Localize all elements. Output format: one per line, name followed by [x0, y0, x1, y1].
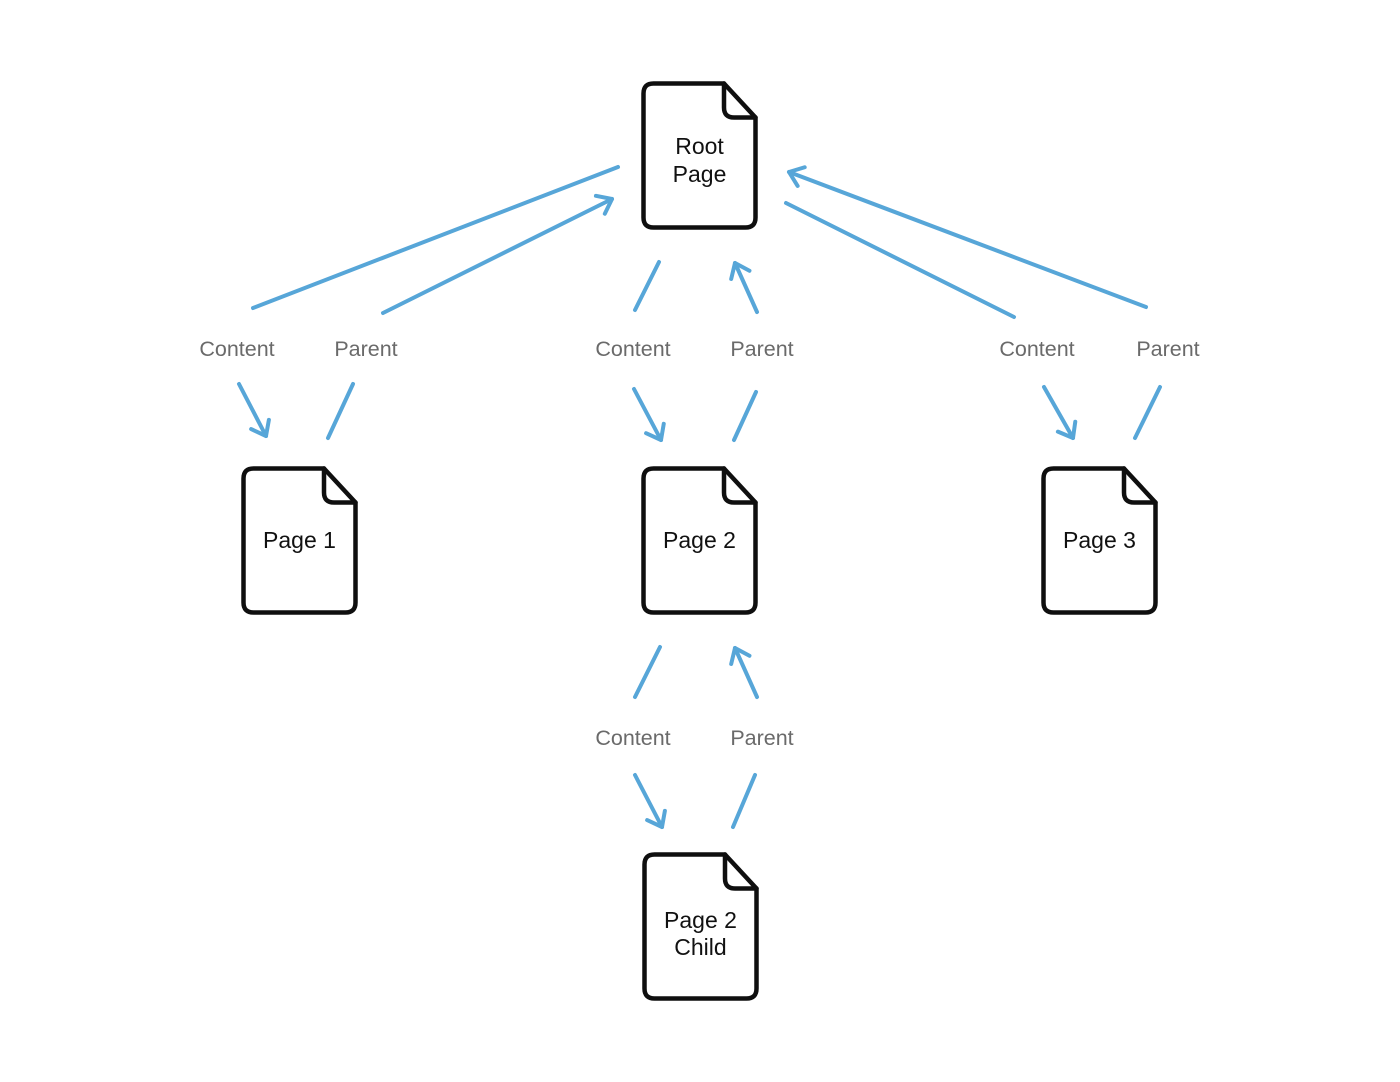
edge-label-content-page1: Content [199, 337, 274, 361]
edge-page3-to-root-parent-arrow [787, 165, 1148, 309]
document-icon [241, 466, 358, 615]
document-fold-icon [1121, 466, 1158, 505]
edges-root-page1 [237, 165, 620, 440]
edge-labels: Content Parent Content Parent Content Pa… [199, 337, 1199, 750]
edge-page2-to-child-content-arrow [633, 773, 667, 829]
edge-root-to-page1-content-arrow [237, 382, 271, 438]
document-icon [1041, 466, 1158, 615]
document-icon [641, 466, 758, 615]
edge-root-to-page2-content-upper [633, 260, 661, 312]
edges-root-page2 [632, 260, 759, 442]
edges-root-page3 [784, 165, 1162, 440]
node-page-2: Page 2 [641, 466, 758, 615]
edge-label-content-page2: Content [595, 337, 670, 361]
edge-child-to-page2-parent-lower [731, 773, 757, 829]
edge-label-parent-child: Parent [730, 726, 793, 750]
document-fold-icon [721, 81, 758, 120]
edge-label-content-page3: Content [999, 337, 1074, 361]
edge-root-to-page2-content-arrow [632, 387, 666, 442]
document-fold-icon [321, 466, 358, 505]
document-icon [642, 852, 759, 1001]
edge-page1-to-root-parent-arrow [381, 193, 614, 315]
edge-root-to-page3-content-upper [784, 201, 1016, 319]
edge-root-to-page1-content-upper [251, 165, 620, 310]
edge-label-parent-page1: Parent [334, 337, 397, 361]
edge-page2-to-root-parent-lower [732, 390, 758, 442]
edge-label-content-child: Content [595, 726, 670, 750]
edge-page2-to-child-content-upper [633, 645, 662, 699]
node-label-page-2: Page 2 [663, 527, 736, 553]
edge-child-to-page2-parent-arrow [729, 646, 759, 699]
node-page-3: Page 3 [1041, 466, 1158, 615]
edge-label-parent-page3: Parent [1136, 337, 1199, 361]
edge-page3-to-root-parent-lower [1133, 385, 1162, 440]
node-page-1: Page 1 [241, 466, 358, 615]
node-label-page-1: Page 1 [263, 527, 336, 553]
document-fold-icon [722, 852, 759, 891]
edge-label-parent-page2: Parent [730, 337, 793, 361]
document-fold-icon [721, 466, 758, 505]
edge-page2-to-root-parent-arrow [729, 261, 759, 314]
edge-root-to-page3-content-arrow [1042, 385, 1078, 440]
node-label-page-3: Page 3 [1063, 527, 1136, 553]
document-icon [641, 81, 758, 230]
edge-page1-to-root-parent-lower [326, 382, 355, 440]
edges-page2-child [633, 645, 759, 829]
